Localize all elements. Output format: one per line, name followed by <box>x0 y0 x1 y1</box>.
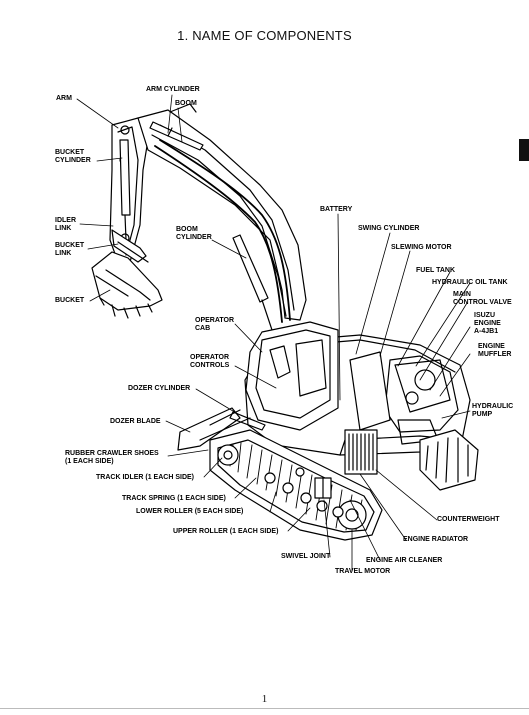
label-bucket-cylinder-line1: BUCKET <box>55 149 85 156</box>
label-fuel-tank: FUEL TANK <box>416 267 456 274</box>
label-arm: ARM <box>56 95 72 102</box>
label-engine-radiator: ENGINE RADIATOR <box>403 536 469 543</box>
label-travel-motor: TRAVEL MOTOR <box>335 568 391 575</box>
label-idler-link: IDLER LINK <box>55 217 76 233</box>
label-operator-cab: OPERATOR CAB <box>195 317 234 333</box>
label-track-spring: TRACK SPRING (1 EACH SIDE) <box>122 495 226 502</box>
label-isuzu-engine-line3: A-4JB1 <box>474 328 499 335</box>
cab-drawing <box>245 321 339 431</box>
page-number: 1 <box>261 693 268 705</box>
arm-cylinder-drawing <box>149 121 204 151</box>
label-boom-cylinder-line2: CYLINDER <box>176 234 212 241</box>
label-isuzu-engine: ISUZU ENGINE A-4JB1 <box>474 312 501 336</box>
links-drawing <box>111 229 149 263</box>
label-dozer-blade: DOZER BLADE <box>110 418 161 425</box>
label-boom-cylinder-line1: BOOM <box>176 226 198 233</box>
bucket-cylinder-drawing <box>119 139 131 241</box>
label-rubber-crawler-shoes-line2: (1 EACH SIDE) <box>65 458 114 465</box>
label-isuzu-engine-line2: ENGINE <box>474 320 501 327</box>
label-bucket: BUCKET <box>55 297 85 304</box>
page-title: 1. NAME OF COMPONENTS <box>177 28 352 43</box>
section-tab-marker <box>519 139 529 161</box>
label-bucket-link-line2: LINK <box>55 250 72 257</box>
label-lower-roller: LOWER ROLLER (5 EACH SIDE) <box>136 508 244 515</box>
label-idler-link-line1: IDLER <box>55 217 76 224</box>
engine-components-drawing <box>344 351 451 475</box>
label-hydraulic-pump-line2: PUMP <box>472 411 493 418</box>
boom-cylinder-drawing <box>232 234 273 331</box>
label-operator-cab-line2: CAB <box>195 325 211 332</box>
label-engine-air-cleaner: ENGINE AIR CLEANER <box>366 557 443 564</box>
label-slewing-motor: SLEWING MOTOR <box>391 244 452 251</box>
bucket-drawing <box>91 251 163 319</box>
label-hydraulic-pump: HYDRAULIC PUMP <box>472 403 513 419</box>
label-bucket-cylinder: BUCKET CYLINDER <box>55 149 91 165</box>
boom-drawing <box>137 103 307 321</box>
label-bucket-link: BUCKET LINK <box>55 242 84 258</box>
label-bucket-cylinder-line2: CYLINDER <box>55 157 91 164</box>
boom-hoses-drawing <box>154 139 291 323</box>
far-track-drawing <box>419 429 479 491</box>
label-main-control-valve-line1: MAIN <box>453 291 471 298</box>
label-operator-controls-line1: OPERATOR <box>190 354 230 361</box>
label-hydraulic-pump-line1: HYDRAULIC <box>472 403 514 410</box>
label-engine-muffler-line1: ENGINE <box>478 343 505 350</box>
label-main-control-valve: MAIN CONTROL VALVE <box>453 291 512 307</box>
crawler-track-drawing <box>209 429 383 541</box>
label-idler-link-line2: LINK <box>55 225 72 232</box>
label-operator-cab-line1: OPERATOR <box>195 317 235 324</box>
label-boom: BOOM <box>175 100 197 107</box>
label-counterweight: COUNTERWEIGHT <box>437 516 500 523</box>
leader-lines <box>76 94 471 572</box>
label-arm-cylinder: ARM CYLINDER <box>146 86 200 93</box>
swivel-joint-drawing <box>314 477 332 499</box>
label-operator-controls-line2: CONTROLS <box>190 362 230 369</box>
label-dozer-cylinder: DOZER CYLINDER <box>128 385 191 392</box>
label-operator-controls: OPERATOR CONTROLS <box>190 354 229 370</box>
label-bucket-link-line1: BUCKET <box>55 242 85 249</box>
label-rubber-crawler-shoes: RUBBER CRAWLER SHOES (1 EACH SIDE) <box>65 450 159 466</box>
label-battery: BATTERY <box>320 206 353 213</box>
label-engine-muffler: ENGINE MUFFLER <box>478 343 511 359</box>
label-boom-cylinder: BOOM CYLINDER <box>176 226 212 242</box>
label-swivel-joint: SWIVEL JOINT <box>281 553 331 560</box>
page-bottom-rule <box>0 708 529 709</box>
label-swing-cylinder: SWING CYLINDER <box>358 225 420 232</box>
label-isuzu-engine-line1: ISUZU <box>474 312 495 319</box>
label-hydraulic-oil-tank: HYDRAULIC OIL TANK <box>432 279 508 286</box>
label-engine-muffler-line2: MUFFLER <box>478 351 512 358</box>
label-track-idler: TRACK IDLER (1 EACH SIDE) <box>96 474 195 481</box>
label-main-control-valve-line2: CONTROL VALVE <box>453 299 512 306</box>
label-upper-roller: UPPER ROLLER (1 EACH SIDE) <box>173 528 279 535</box>
label-rubber-crawler-shoes-line1: RUBBER CRAWLER SHOES <box>65 450 159 457</box>
